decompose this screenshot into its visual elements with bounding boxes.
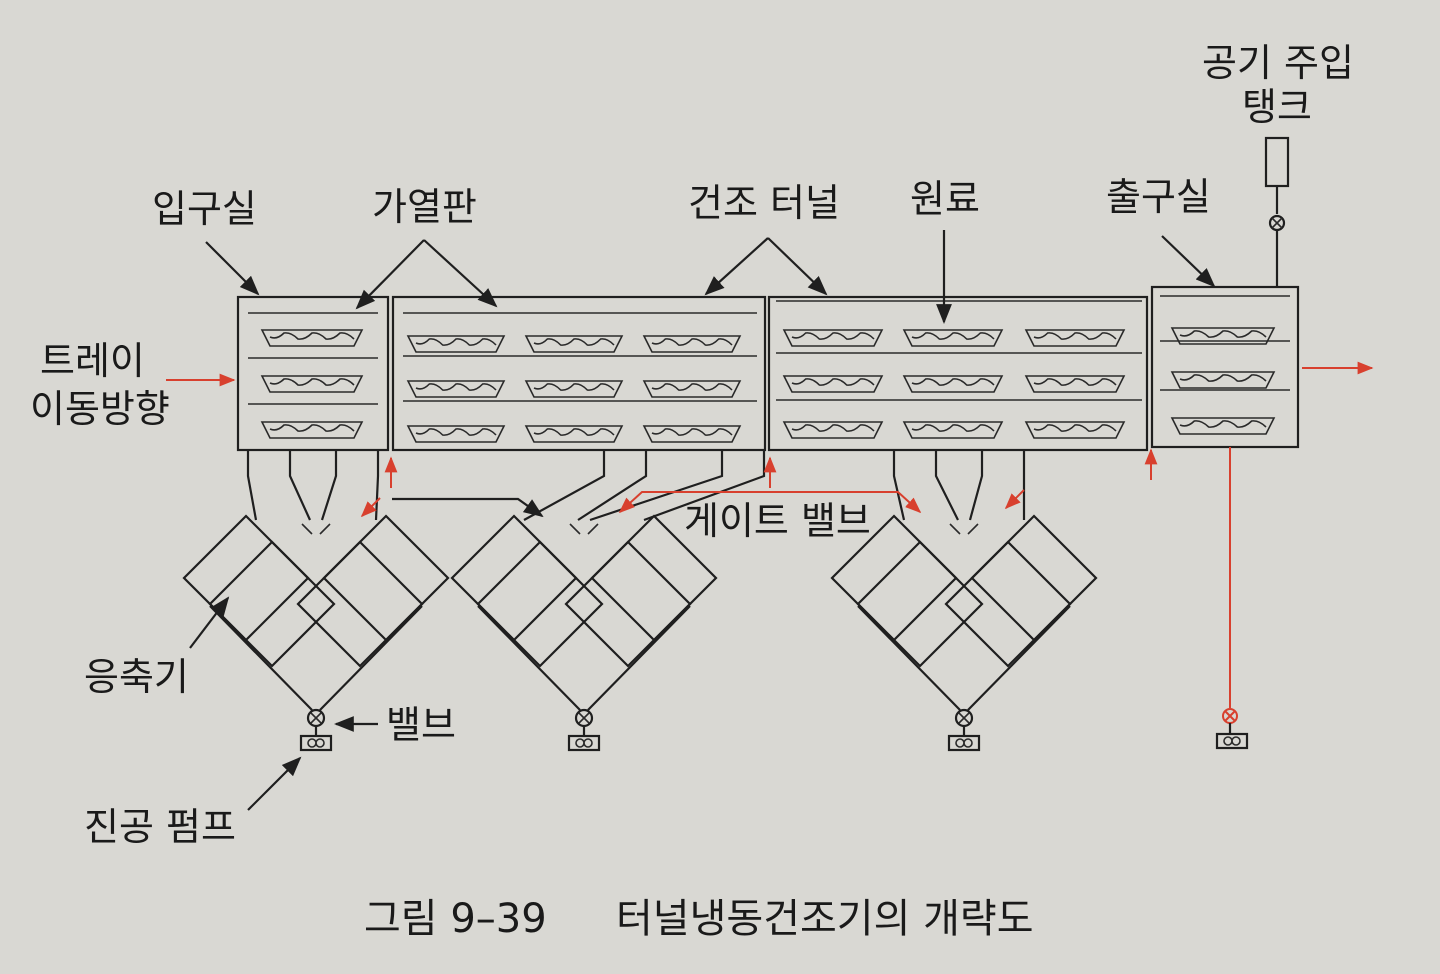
condenser-label: 응축기 xyxy=(84,655,189,699)
tray xyxy=(902,375,1004,393)
tray xyxy=(1024,421,1126,439)
vapor-flow-arrows xyxy=(360,448,1158,518)
tray xyxy=(1024,329,1126,347)
heating-plate-label: 가열판 xyxy=(372,185,477,229)
heating-plate-leader-2 xyxy=(423,239,498,308)
tray xyxy=(1170,371,1276,389)
air-tank-label-1: 공기 주입 xyxy=(1202,41,1354,85)
tray xyxy=(524,335,624,353)
tray xyxy=(406,335,506,353)
air-injection-tank xyxy=(1264,136,1290,287)
heating-plate-leader-1 xyxy=(355,239,425,310)
figure-number: 그림 9–39 xyxy=(364,896,547,942)
tray xyxy=(782,375,884,393)
leader-arrows xyxy=(189,230,1216,811)
inlet-room-leader xyxy=(205,241,260,296)
inlet-room-label: 입구실 xyxy=(152,187,257,231)
tray xyxy=(260,421,364,439)
vacuum-pump-leader xyxy=(247,756,302,811)
tray xyxy=(782,329,884,347)
tray xyxy=(524,380,624,398)
tray xyxy=(524,425,624,443)
gate-valve-leader xyxy=(392,497,544,518)
raw-material-label: 원료 xyxy=(910,177,980,221)
tray xyxy=(1170,417,1276,435)
tray-direction-arrows xyxy=(166,361,1374,387)
inlet-chamber xyxy=(236,295,390,452)
condenser-leader xyxy=(189,596,230,649)
tray xyxy=(642,380,742,398)
tray xyxy=(1024,375,1126,393)
drying-tunnel-leader-2 xyxy=(767,237,828,296)
drying-tunnel-leader-1 xyxy=(704,237,769,296)
drying-tunnel-section-1 xyxy=(391,295,767,452)
outlet-chamber xyxy=(1150,285,1300,449)
drying-tunnel-section-2 xyxy=(767,295,1149,452)
outlet-room-leader xyxy=(1161,235,1216,288)
tray xyxy=(902,421,1004,439)
tray-direction-label-1: 트레이 xyxy=(40,339,145,383)
tray xyxy=(1170,327,1276,345)
tray xyxy=(260,329,364,347)
tray xyxy=(782,421,884,439)
outlet-vent-line xyxy=(1215,447,1249,750)
drying-tunnel-label: 건조 터널 xyxy=(688,181,840,225)
tray xyxy=(406,425,506,443)
condenser-unit xyxy=(182,450,450,752)
tray-direction-label-2: 이동방향 xyxy=(30,387,170,431)
figure-title: 터널냉동건조기의 개략도 xyxy=(616,896,1034,942)
tray xyxy=(406,380,506,398)
trays xyxy=(260,327,1276,443)
tray xyxy=(902,329,1004,347)
condenser-unit xyxy=(830,450,1098,752)
tray xyxy=(260,375,364,393)
tray xyxy=(642,425,742,443)
air-tank-label-2: 탱크 xyxy=(1242,85,1312,129)
outlet-room-label: 출구실 xyxy=(1106,175,1211,219)
valve-label: 밸브 xyxy=(386,703,456,747)
vacuum-pump-label: 진공 펌프 xyxy=(84,805,236,849)
condenser-units xyxy=(182,450,1098,752)
condenser-unit xyxy=(450,450,766,752)
gate-valve-label: 게이트 밸브 xyxy=(684,499,871,543)
tray xyxy=(642,335,742,353)
